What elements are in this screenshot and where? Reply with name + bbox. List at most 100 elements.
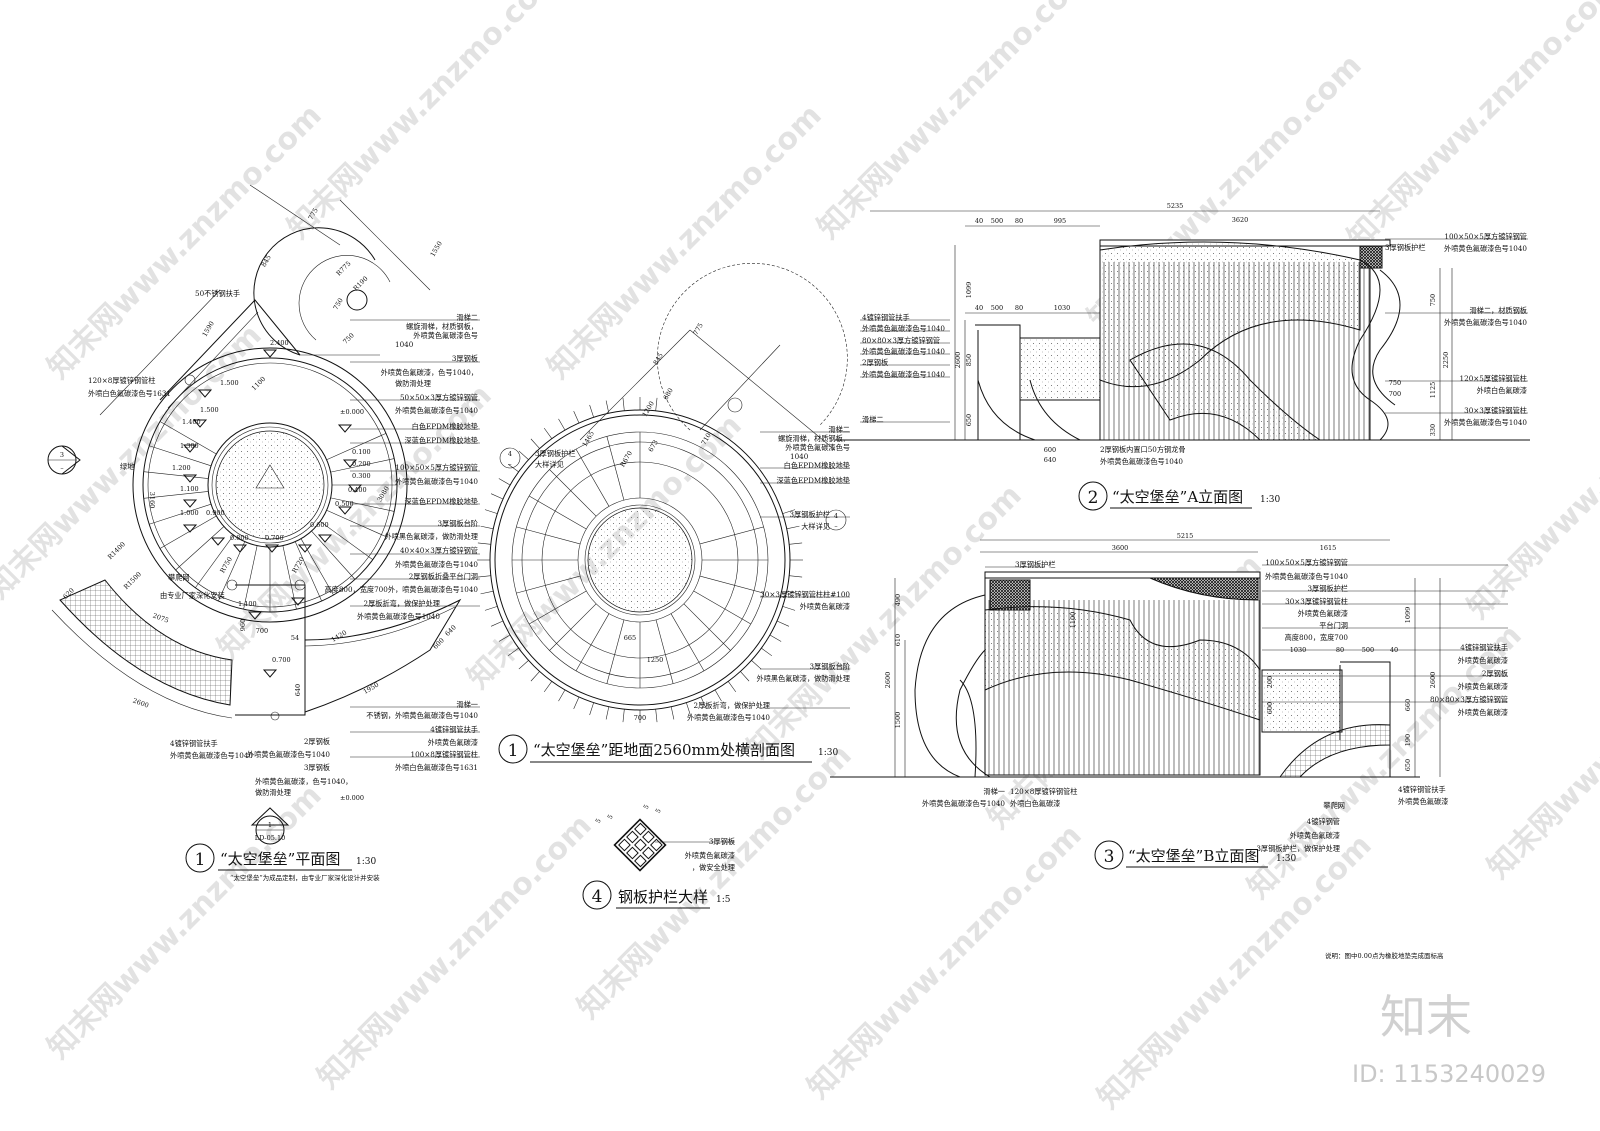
plan-step-line (243, 545, 258, 610)
section-teardrop-edge (579, 329, 691, 441)
dimension-value: 5 (606, 813, 615, 821)
plan-callout-label: 深蓝色EPDM橡胶地垫 (404, 436, 478, 445)
plan-post (294, 579, 306, 591)
section-callout-label: 外喷黄色氟碳漆 (800, 602, 850, 611)
dimension-value: 750 (1429, 294, 1437, 306)
elev-b-callout-label: 3厚钢板护栏，做保护处理 (1256, 844, 1340, 853)
detail-hole (626, 830, 639, 844)
section-callout-label: 深蓝色EPDM橡胶地垫 (776, 476, 850, 485)
elevation-value: 1.100 (180, 485, 199, 493)
view-number-circle (1094, 840, 1124, 870)
dimension-value: 1590 (201, 320, 216, 338)
view-scale: 1:30 (356, 857, 376, 867)
plan-callout-label: 100×50×5厚方镀锌钢管 (395, 463, 478, 472)
section-railing-post (622, 397, 625, 411)
section-step-line (606, 619, 625, 684)
section-callout-label: 大样详见 (801, 522, 830, 531)
plan-callout-label: 3厚钢板 (304, 763, 330, 772)
detail-guard-panel (613, 818, 667, 872)
view-title: 钢板护栏大样 (618, 888, 708, 906)
elev-a-slide-surface (1129, 343, 1322, 441)
section-railing-post (782, 606, 796, 611)
elev-a-callout-label: 30×3厚镀锌钢管柱 (1464, 406, 1527, 415)
elev-a-spiral-slide (1351, 259, 1389, 441)
section-railing-post (727, 681, 737, 693)
elevation-marker-icon (182, 499, 198, 508)
section-ring (494, 414, 786, 706)
plan-callout-label: 外喷黄色氟碳漆色号1040 (170, 751, 253, 760)
dimension-value: 80 (1015, 304, 1023, 312)
elevation-value: 1.500 (220, 379, 239, 387)
detail-callout-label: ，做安全处理 (692, 863, 735, 872)
elevation-marker-icon (247, 611, 263, 620)
section-railing-post (589, 404, 594, 418)
watermark-brand-logo: 知末 (1380, 990, 1472, 1044)
dimension-value: 2600 (1429, 672, 1437, 689)
plan-callout-label: 3厚钢板台阶 (437, 519, 478, 528)
dimension-value: 1250 (647, 656, 664, 664)
section-callout-label: 螺旋滑梯，材质钢板， (778, 434, 850, 443)
detail-callout-label: 外喷黄色氟碳漆 (685, 851, 735, 860)
view-title: “太空堡垒”平面图 (220, 850, 340, 868)
section-callout-label: 3厚钢板台阶 (809, 662, 850, 671)
dimension-value: 40 (1390, 646, 1398, 654)
plan-step-line (282, 545, 297, 610)
elev-a-callout-label: 2厚钢板内置口50方钢龙骨 (1100, 445, 1186, 454)
elevation-marker-icon (182, 474, 198, 483)
elevation-value: 1.200 (172, 464, 191, 472)
plan-step-line (294, 541, 322, 602)
dimension-value: 1030 (1054, 304, 1071, 312)
dimension-value: 190 (1404, 734, 1412, 746)
detail-ref-num: 4 (834, 512, 838, 520)
dimension-value: R1500 (122, 570, 143, 591)
dimension-value: 1030 (1290, 646, 1307, 654)
elev-a-callout-label: 120×5厚镀锌钢管柱 (1460, 374, 1527, 383)
dimension-value: 200 (1266, 676, 1274, 688)
section-railing-post (518, 450, 529, 460)
elevation-value: 1.300 (180, 442, 199, 450)
section-railing-post (789, 575, 803, 578)
elevation-value: 0.900 (206, 509, 225, 517)
section-railing-post (530, 671, 540, 682)
view-number-circle (498, 734, 528, 764)
elevation-marker-icon (182, 524, 198, 533)
dimension-value: 3620 (1232, 216, 1249, 224)
section-callout-label: 外喷黑色氟碳漆，做防滑处理 (757, 674, 850, 683)
view-scale: 1:30 (1276, 854, 1296, 864)
dimension-value: 1099 (1404, 607, 1412, 624)
plan-net-dimension (51, 609, 233, 719)
plan-step-line (143, 491, 209, 499)
plan-callout-label: 做防滑处理 (395, 379, 431, 388)
elev-a-callout-label: 外喷黄色氟碳漆色号1040 (862, 324, 945, 333)
detail-hole (642, 846, 655, 860)
elev-a-spiral-slide (1372, 269, 1401, 406)
section-railing-post (789, 542, 803, 545)
dimension-value: 500 (991, 217, 1003, 225)
plan-callout-label: 外喷黄色氟碳漆色号1040 (395, 560, 478, 569)
elev-b-callout-label: 3厚钢板护栏 (1015, 560, 1056, 569)
section-railing-post (507, 647, 519, 657)
section-step-line (655, 619, 674, 684)
drawing-geometry (47, 184, 1530, 910)
dimension-value: 1500 (894, 712, 902, 729)
plan-central-mat (215, 430, 325, 540)
plan-callout-label: 做防滑处理 (255, 788, 291, 797)
elev-a-callout-label: 外喷黄色氟碳漆色号1040 (1444, 418, 1527, 427)
section-railing-post (589, 702, 594, 716)
elevation-marker-icon (297, 544, 313, 553)
elev-b-guard-panel (1149, 577, 1259, 601)
plan-spiral-slide (298, 255, 391, 341)
plan-spiral-slide (253, 227, 376, 356)
plan-callout-label: 120×8厚镀锌钢管柱 (88, 376, 155, 385)
elev-b-callout-label: 外喷黄色氟碳漆 (1458, 708, 1508, 717)
dimension-value: 640 (443, 623, 457, 637)
plan-callout-label: 外喷黄色氟碳漆，色号1040， (255, 777, 352, 786)
dimension-value: 1100 (1069, 612, 1077, 629)
view-number-circle (582, 880, 612, 910)
section-railing-post (558, 689, 566, 702)
plan-callout-label: 外喷白色氟碳漆色号1631 (395, 763, 478, 772)
section-railing-post (740, 671, 750, 682)
watermark-text: 知末网www.znzmo.com (571, 738, 859, 1026)
elev-b-spiral-slide (959, 679, 977, 778)
